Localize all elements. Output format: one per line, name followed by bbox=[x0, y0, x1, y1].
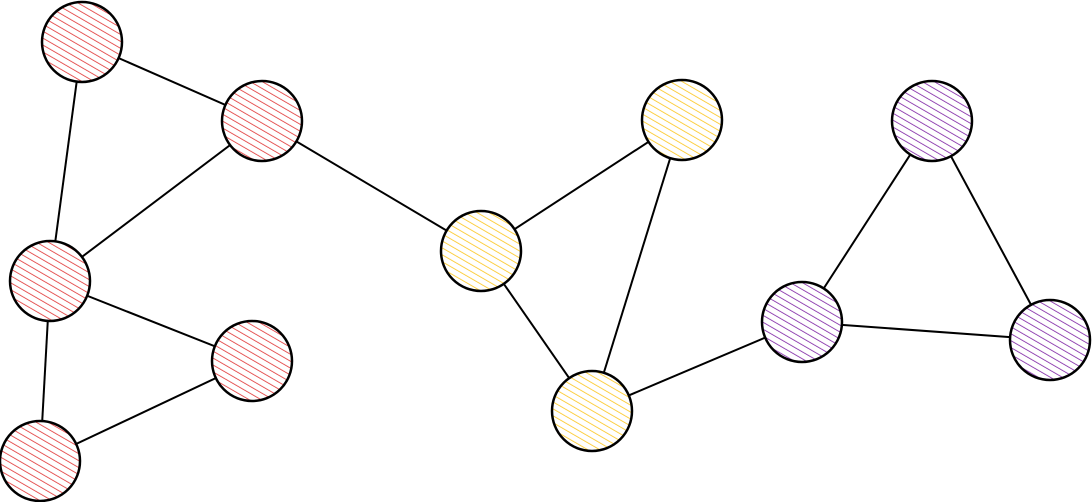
edge-r2-y1 bbox=[261, 120, 482, 252]
node-y1 bbox=[439, 209, 523, 293]
node-r2 bbox=[220, 79, 304, 163]
node-r1 bbox=[40, 0, 124, 84]
node-y3 bbox=[550, 369, 634, 453]
node-r3 bbox=[8, 239, 92, 323]
node-p3 bbox=[1008, 298, 1092, 382]
node-r5 bbox=[0, 419, 82, 502]
edge-r2-r3 bbox=[49, 120, 263, 282]
node-p2 bbox=[760, 280, 844, 364]
node-r4 bbox=[210, 319, 294, 403]
edge-p2-p3 bbox=[801, 321, 1051, 341]
node-y2 bbox=[640, 78, 724, 162]
edge-p1-p3 bbox=[931, 120, 1051, 341]
node-p1 bbox=[890, 79, 974, 163]
edge-y2-y3 bbox=[591, 119, 683, 412]
